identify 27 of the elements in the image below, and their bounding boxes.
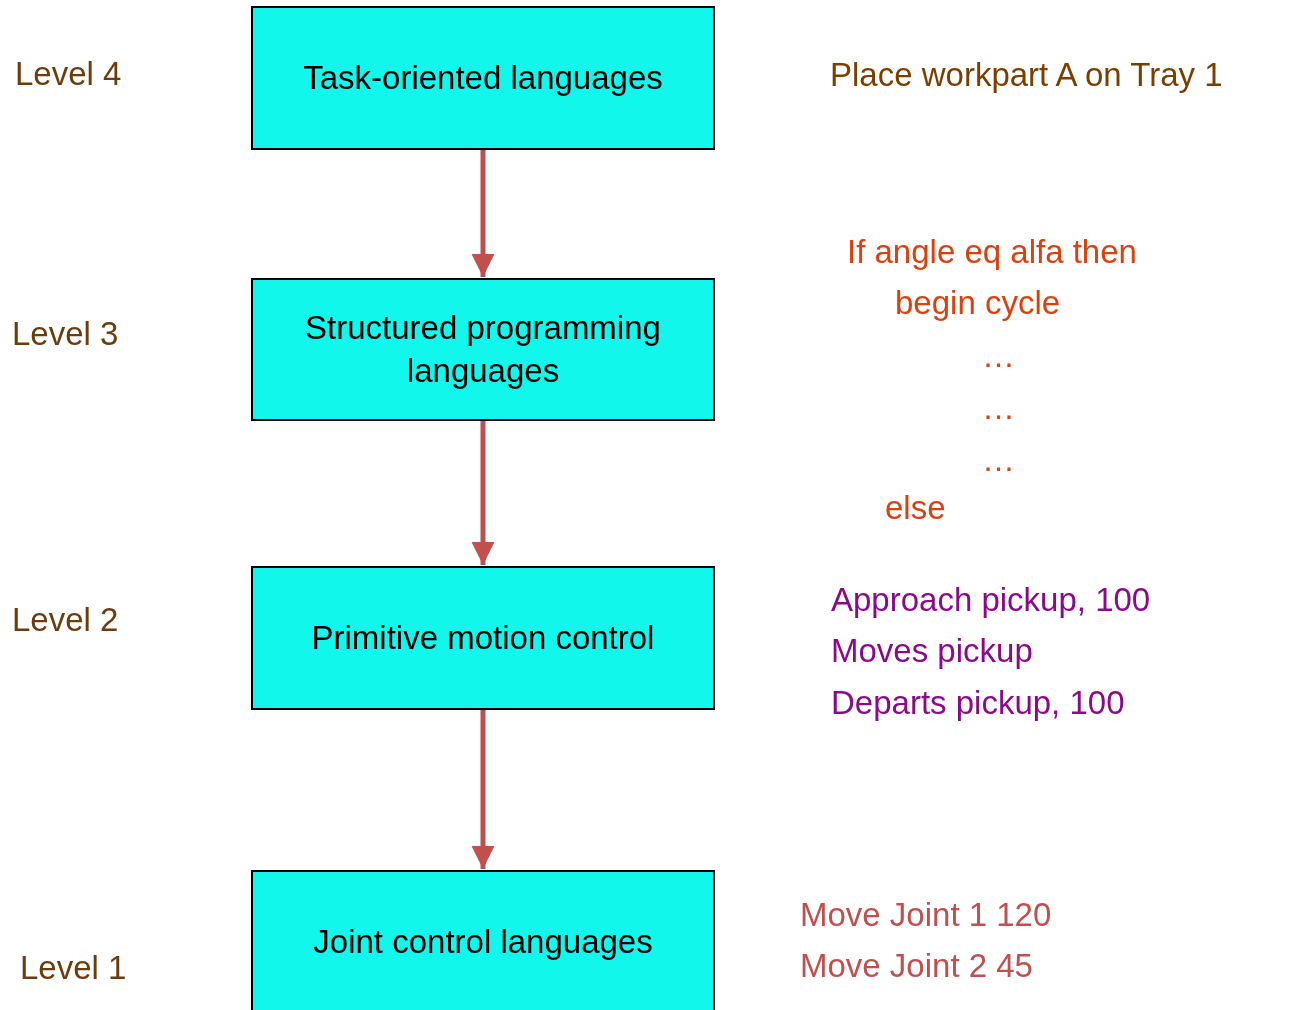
code-line: begin cycle [895, 285, 1061, 322]
code-line: else [885, 490, 946, 527]
box-label: Task-oriented languages [303, 57, 663, 98]
box-label: Structured programming languages [304, 307, 662, 391]
code-line: If angle eq alfa then [847, 234, 1137, 271]
example-text: Place workpart A on Tray 1 [830, 57, 1223, 94]
level-label: Level 3 [12, 316, 119, 353]
process-box [251, 278, 715, 421]
level-label: Level 2 [12, 602, 119, 639]
code-line: Moves pickup [831, 633, 1033, 670]
ellipsis: … [982, 338, 1015, 375]
code-line: Departs pickup, 100 [831, 685, 1125, 722]
process-box [251, 870, 715, 1010]
box-label: Primitive motion control [311, 617, 655, 658]
arrow [471, 150, 495, 277]
level-label: Level 4 [15, 56, 122, 93]
ellipsis: … [982, 390, 1015, 427]
box-label: Joint control languages [313, 922, 653, 963]
ellipsis: … [982, 442, 1015, 479]
arrow [471, 710, 495, 869]
level-label: Level 1 [20, 950, 127, 987]
code-line: Move Joint 2 45 [800, 948, 1033, 985]
code-line: Approach pickup, 100 [831, 582, 1151, 619]
code-line: Move Joint 1 120 [800, 897, 1052, 934]
arrow [471, 421, 495, 565]
process-box [251, 6, 715, 150]
process-box [251, 566, 715, 710]
